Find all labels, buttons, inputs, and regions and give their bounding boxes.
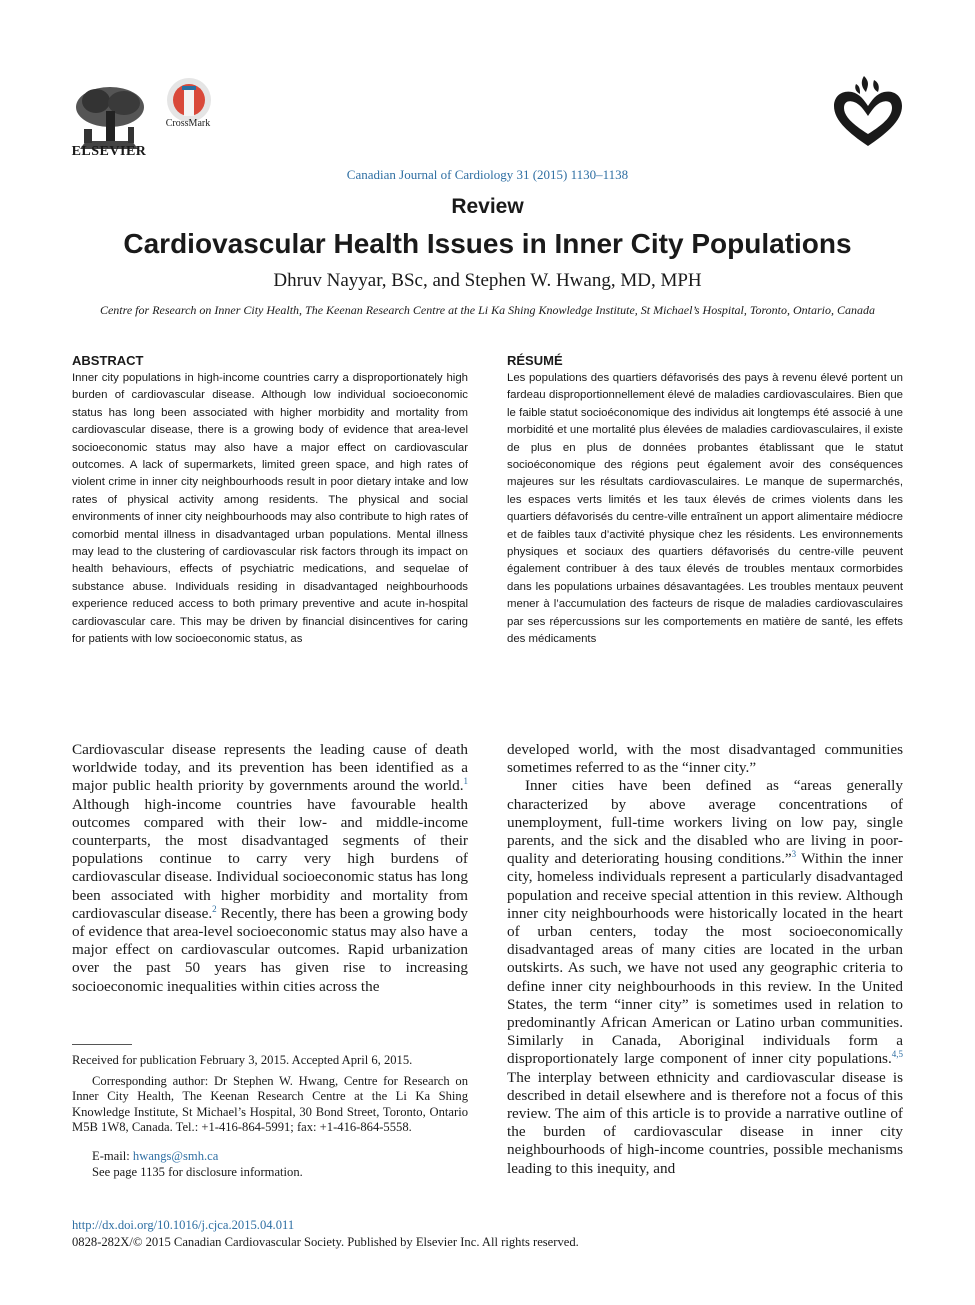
disclosure-note: See page 1135 for disclosure information…: [92, 1165, 303, 1179]
body-column-left: Cardiovascular disease represents the le…: [72, 741, 468, 996]
copyright-line: 0828-282X/© 2015 Canadian Cardiovascular…: [72, 1235, 579, 1249]
article-affiliation: Centre for Research on Inner City Health…: [99, 303, 876, 317]
corresponding-author: Corresponding author: Dr Stephen W. Hwan…: [72, 1074, 468, 1135]
article-type: Review: [451, 195, 524, 218]
crossmark-label: CrossMark: [165, 118, 211, 129]
reference-link[interactable]: 3: [791, 849, 797, 860]
body-text: Cardiovascular disease represents the le…: [72, 741, 468, 795]
abstract-text: Inner city populations in high-income co…: [72, 372, 468, 646]
body-paragraph: developed world, with the most disadvant…: [507, 741, 903, 777]
email-link[interactable]: hwangs@smh.ca: [132, 1149, 219, 1163]
elsevier-tree-logo: [70, 83, 148, 153]
reference-link[interactable]: 4,5: [891, 1049, 903, 1060]
ccs-heart-logo: [834, 76, 902, 146]
body-text: Recently, there has been a growing body …: [72, 904, 468, 995]
body-text: The interplay between ethnicity and card…: [507, 1068, 903, 1177]
body-text: Although high-income countries have favo…: [72, 795, 468, 922]
email-label: E-mail:: [92, 1149, 133, 1163]
body-column-right: developed world, with the most disadvant…: [507, 741, 903, 1178]
body-text: Within the inner city, homeless individu…: [507, 850, 903, 1068]
abstract-heading: ABSTRACT: [72, 353, 144, 368]
article-title: Cardiovascular Health Issues in Inner Ci…: [123, 228, 852, 259]
footnote-divider: [72, 1044, 132, 1045]
body-paragraph: Inner cities have been defined as “areas…: [507, 777, 903, 1177]
publisher-name: ELSEVIER: [71, 144, 147, 159]
body-text: Inner cities have been defined as “areas…: [507, 777, 903, 868]
resume-heading: RÉSUMÉ: [507, 353, 563, 368]
received-dates: Received for publication February 3, 201…: [72, 1053, 413, 1067]
resume-text: Les populations des quartiers défavorisé…: [507, 372, 903, 646]
email-line: E-mail: hwangs@smh.ca: [92, 1149, 468, 1164]
doi-link[interactable]: http://dx.doi.org/10.1016/j.cjca.2015.04…: [72, 1218, 295, 1232]
reference-link[interactable]: 1: [463, 776, 469, 787]
reference-link[interactable]: 2: [212, 903, 217, 914]
journal-citation[interactable]: Canadian Journal of Cardiology 31 (2015)…: [346, 167, 629, 182]
article-authors: Dhruv Nayyar, BSc, and Stephen W. Hwang,…: [273, 270, 702, 291]
crossmark-icon[interactable]: [163, 76, 215, 132]
